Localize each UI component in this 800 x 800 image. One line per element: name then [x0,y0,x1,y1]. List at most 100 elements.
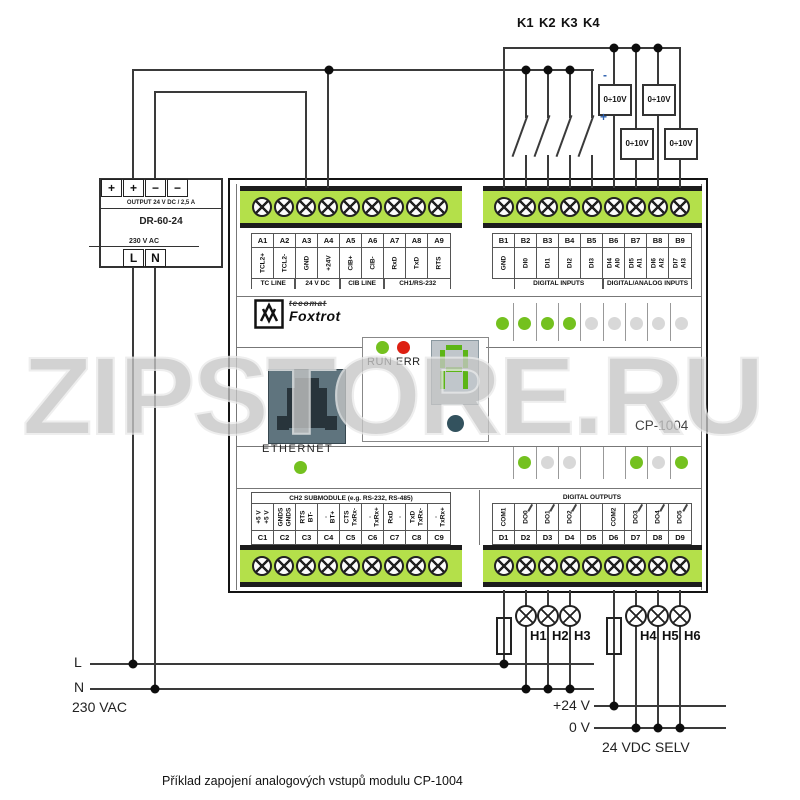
voltage-source: 0÷10V [598,84,632,116]
terminal-id: D5 [581,530,602,544]
psu-terminal-minus: − [145,179,166,197]
terminal-cell: A6 CIB- [362,234,384,278]
terminal-strip-a [240,186,462,228]
ethernet-label: ETHERNET [262,443,334,455]
wire [525,155,527,188]
lamp-icon-h2 [537,605,559,627]
digital-outputs-header: DIGITAL OUTPUTS [562,494,622,501]
input-state-led [652,317,666,330]
screw-terminal [384,556,404,576]
terminal-label: DO4 [653,510,661,524]
section-label: CIB LINE [339,279,385,289]
voltage-source: 0÷10V [664,128,698,160]
wire [525,590,527,690]
terminal-id: C7 [384,530,405,544]
wire [569,69,571,118]
section-label: DIGITAL INPUTS [514,279,604,289]
ethernet-port[interactable] [268,369,346,444]
screw-terminal [494,197,514,217]
screw-terminal [560,197,580,217]
wire [547,69,549,118]
wire [547,590,549,690]
junction-dot [609,701,619,711]
terminal-id: C4 [318,530,339,544]
module-inner-line [479,490,480,545]
lamp-label-h6: H6 [684,628,701,643]
junction-dot [631,723,641,733]
fuse-icon [496,617,512,655]
screw-terminal [406,197,426,217]
terminal-id: B4 [559,234,580,248]
lamp-icon-h6 [669,605,691,627]
terminal-label: TCL2+ [258,252,266,274]
plus24-label: +24 V [553,697,590,713]
screw-terminal [516,556,536,576]
led-cell [559,303,582,341]
wire [132,69,594,71]
fuse-icon [606,617,622,655]
screw-terminal [296,556,316,576]
module-inner-line [701,184,702,590]
screw-terminal [582,197,602,217]
junction-dot [150,684,160,694]
screw-terminal [274,556,294,576]
screw-terminal [516,197,536,217]
wire [657,590,659,729]
terminal-label: +5 V+5 V [255,510,270,524]
terminal-id: B3 [537,234,558,248]
mains-label: 230 VAC [72,699,127,715]
terminal-cell: COM1 D1 [493,504,515,544]
screw-terminal [604,556,624,576]
terminal-id: D7 [625,530,646,544]
screw-terminal [428,556,448,576]
terminal-cell: .TxRx+ C6 [362,504,384,544]
terminal-id: D3 [537,530,558,544]
module-inner-line [236,184,237,590]
screw-terminal [670,197,690,217]
module-name: CP-1004 [635,418,689,433]
mode-button[interactable] [447,415,464,432]
terminal-labels-d: COM1 D1 DO0 D2 DO1 D3 DO2 D4 D5 COM2 D6 … [492,503,692,545]
screw-terminal [494,556,514,576]
psu-terminal-plus: + [123,179,144,197]
terminal-id: C8 [406,530,427,544]
terminal-label: DO2 [565,510,573,524]
polarity-minus: - [603,68,607,82]
psu-output-label: OUTPUT 24 V DC / 2,5 A [101,200,221,209]
err-led [397,341,410,354]
led-cell [581,303,604,341]
junction-dot [609,43,619,53]
wire [613,47,615,84]
terminal-id: C3 [296,530,317,544]
terminal-id: B8 [647,234,668,248]
screw-terminal [582,556,602,576]
terminal-label: DO0 [521,510,529,524]
wire [594,705,726,707]
screw-terminal [626,556,646,576]
wire [327,69,329,188]
switch-label-k3: K3 [561,15,578,30]
input-state-led [540,317,554,330]
wire [503,47,505,188]
terminal-id: A7 [384,234,405,248]
wire [635,156,637,188]
output-state-led [630,456,644,469]
rj45-icon [277,416,289,430]
switch-contact [533,114,551,158]
input-state-led [674,317,688,330]
terminal-cell: A5 CIB+ [340,234,362,278]
input-state-led [585,317,599,330]
terminal-strip-b [483,186,702,228]
screw-terminal [648,197,668,217]
terminal-id: C1 [252,530,273,544]
seven-segment-display: A [431,340,479,405]
lamp-label-h1: H1 [530,628,547,643]
